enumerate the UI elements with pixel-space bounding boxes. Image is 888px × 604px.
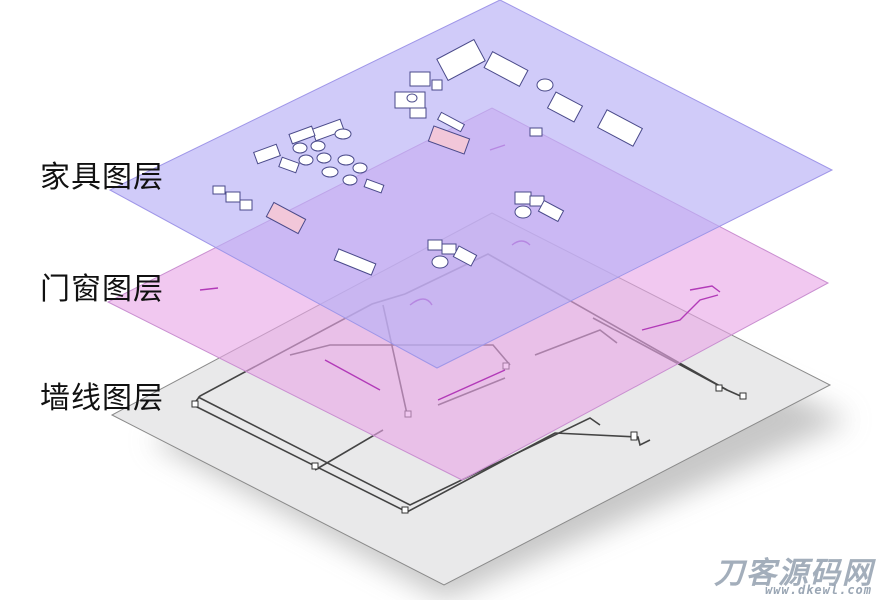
wall-layer-label: 墙线图层	[40, 381, 164, 416]
furniture-items	[212, 38, 644, 276]
watermark-url: www.dkewl.com	[765, 583, 872, 597]
door-window-layer-label: 门窗图层	[40, 272, 164, 307]
watermark-brand: 刀客源码网	[714, 556, 874, 591]
furniture-layer-label: 家具图层	[40, 160, 164, 195]
furniture-layer	[108, 0, 834, 369]
furniture-layer-plane	[108, 0, 834, 369]
